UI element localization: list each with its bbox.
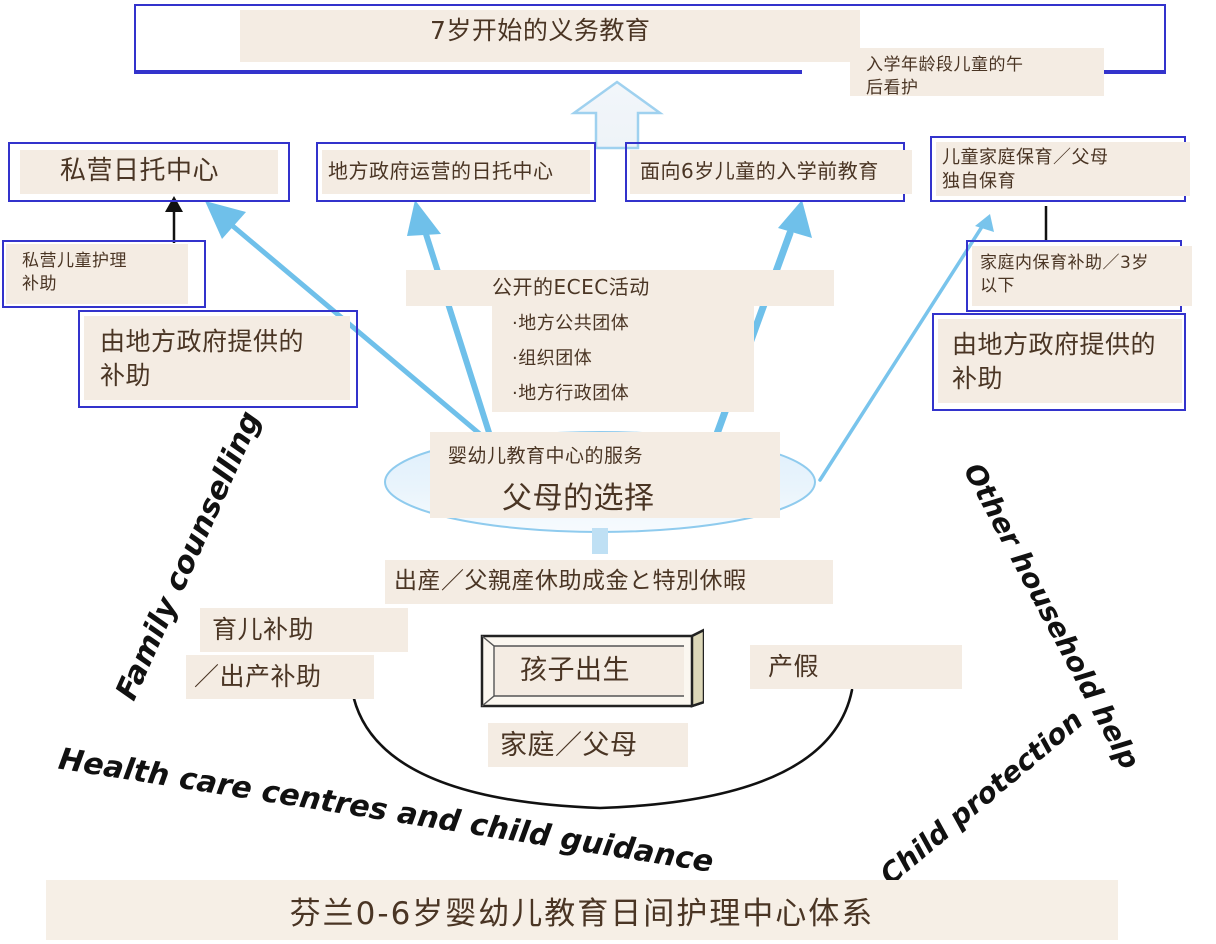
left-municipal-subsidy-fill bbox=[84, 316, 350, 400]
service-box-municipal-daycare-label: 地方政府运营的日托中心 bbox=[328, 159, 554, 183]
private-care-subsidy-label: 私营儿童护理 补助 bbox=[22, 251, 127, 294]
ecec-items-fill bbox=[492, 306, 754, 412]
child-birth-label: 孩子出生 bbox=[520, 655, 630, 686]
service-box-municipal-daycare-fill bbox=[322, 150, 590, 194]
compulsory-education-fill bbox=[240, 10, 860, 62]
compulsory-education-arrow bbox=[570, 80, 664, 150]
ecec-heading: 公开的ECEC活动 bbox=[492, 275, 650, 299]
arrow-to-municipal-daycare bbox=[407, 200, 495, 445]
maternity-paternity-fill bbox=[385, 560, 833, 604]
maternity-paternity-label: 出産／父親産休助成金と特別休暇 bbox=[394, 568, 747, 594]
afternoon-care-label: 入学年龄段儿童的午 后看护 bbox=[866, 55, 1024, 98]
right-municipal-subsidy-fill bbox=[938, 319, 1182, 403]
compulsory-education-label: 7岁开始的义务教育 bbox=[430, 16, 651, 45]
afternoon-care-fill bbox=[850, 48, 1104, 96]
childcare-allowance-label: 育儿补助 bbox=[212, 615, 315, 644]
compulsory-education-box-right-edge bbox=[1082, 70, 1166, 74]
diagram-title-bar: 芬兰0-6岁婴幼儿教育日间护理中心体系 bbox=[46, 880, 1118, 940]
center-service-label: 婴幼儿教育中心的服务 bbox=[448, 445, 644, 467]
diagram-title: 芬兰0-6岁婴幼儿教育日间护理中心体系 bbox=[289, 895, 875, 932]
right-municipal-subsidy-label: 由地方政府提供的 补助 bbox=[952, 330, 1157, 393]
oval-stem bbox=[592, 528, 608, 554]
maternity-leave-fill bbox=[750, 645, 962, 689]
private-care-subsidy-box[interactable] bbox=[2, 240, 206, 308]
compulsory-education-box bbox=[134, 4, 1166, 72]
ecec-item-2: ·地方行政团体 bbox=[512, 383, 630, 404]
service-box-home-care-fill bbox=[936, 142, 1190, 196]
service-box-private-daycare-fill bbox=[20, 150, 278, 194]
maternity-allowance-label: ／出产补助 bbox=[194, 662, 322, 691]
service-box-preschool-label: 面向6岁儿童的入学前教育 bbox=[640, 159, 879, 183]
right-municipal-subsidy-box[interactable] bbox=[932, 313, 1186, 411]
center-oval-label-fill bbox=[430, 432, 780, 518]
service-box-private-daycare[interactable] bbox=[8, 142, 290, 202]
compulsory-education-box-underline bbox=[134, 70, 802, 74]
private-care-subsidy-fill bbox=[6, 244, 188, 304]
home-care-subsidy-label: 家庭内保育补助／3岁 以下 bbox=[980, 253, 1149, 296]
arc-label-other-household-help: Other household help bbox=[957, 457, 1147, 775]
connector-private-subsidy bbox=[165, 196, 183, 243]
ecec-item-0: ·地方公共团体 bbox=[512, 313, 630, 334]
service-box-municipal-daycare[interactable] bbox=[316, 142, 596, 202]
service-box-preschool-fill bbox=[630, 150, 912, 194]
left-municipal-subsidy-label: 由地方政府提供的 补助 bbox=[100, 327, 305, 390]
maternity-leave-label: 产假 bbox=[768, 652, 820, 681]
service-box-private-daycare-label: 私营日托中心 bbox=[60, 156, 220, 186]
ecec-item-1: ·组织团体 bbox=[512, 348, 593, 369]
home-care-subsidy-fill bbox=[972, 246, 1192, 306]
family-parents-fill bbox=[488, 723, 688, 767]
maternity-allowance-fill bbox=[186, 655, 374, 699]
ecec-heading-fill bbox=[406, 270, 834, 306]
child-birth-box bbox=[478, 627, 706, 710]
left-municipal-subsidy-box[interactable] bbox=[78, 310, 358, 408]
arc-label-child-protection: Child protection bbox=[873, 703, 1090, 892]
childcare-allowance-fill bbox=[200, 608, 408, 652]
service-box-home-care-label: 儿童家庭保育／父母 独自保育 bbox=[942, 147, 1109, 193]
parents-choice-label: 父母的选择 bbox=[502, 481, 655, 516]
family-parents-label: 家庭／父母 bbox=[500, 730, 638, 761]
